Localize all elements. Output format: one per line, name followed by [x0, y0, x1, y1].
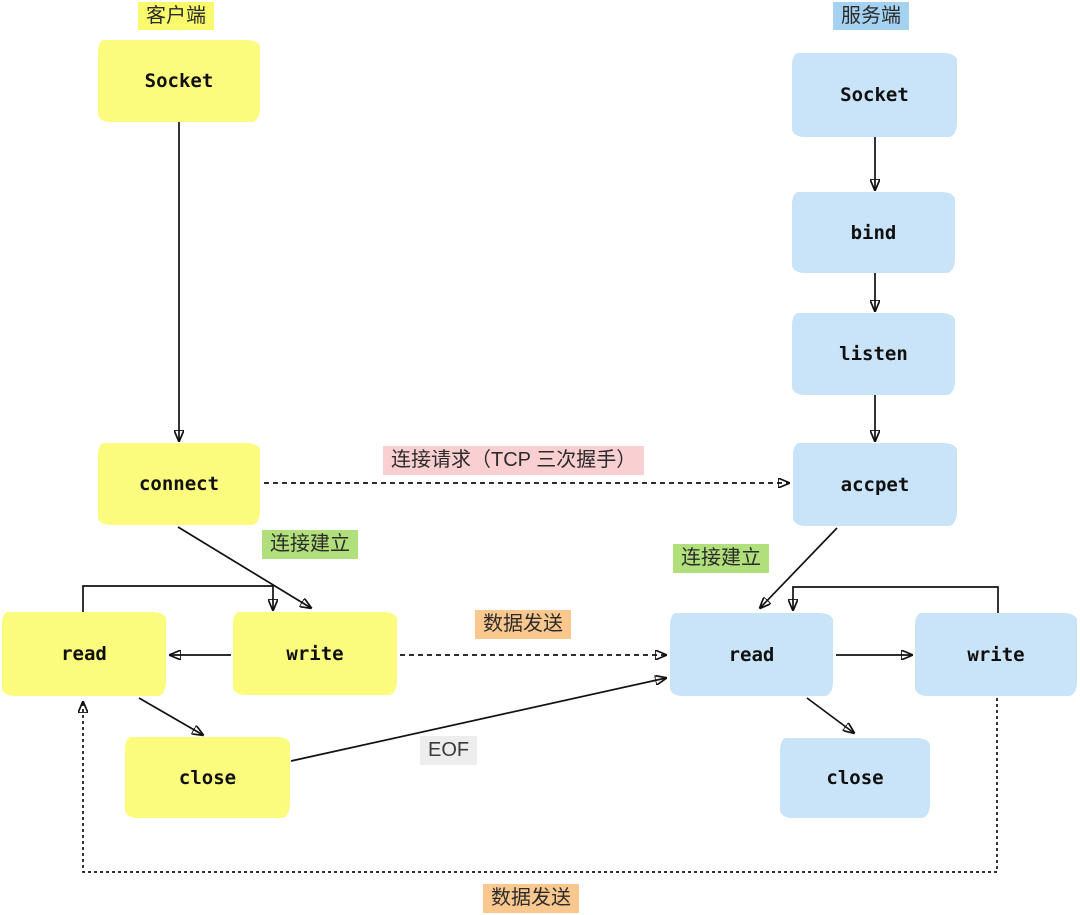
edge-label-data-send-bottom: 数据发送: [483, 884, 579, 913]
edge-label-connection-established-client: 连接建立: [262, 530, 358, 559]
edge-label-connection-established-server: 连接建立: [673, 544, 769, 573]
client-column-header: 客户端: [138, 2, 214, 30]
edge-close-eof-server-read: [290, 678, 666, 762]
node-client-close: close: [125, 737, 290, 818]
edge-client-read-write-loop: [82, 585, 273, 612]
node-server-accpet: accpet: [793, 443, 957, 526]
edge-client-read-close: [138, 697, 203, 735]
edge-server-write-read-loop: [793, 586, 999, 613]
node-server-socket: Socket: [792, 53, 957, 137]
node-server-close: close: [780, 738, 930, 818]
node-client-write: write: [233, 612, 397, 695]
node-client-read: read: [2, 612, 166, 696]
edge-label-eof: EOF: [420, 736, 478, 765]
edge-accpet-server-read: [760, 527, 838, 608]
node-client-socket: Socket: [98, 40, 260, 122]
node-server-read: read: [670, 613, 833, 696]
node-server-write: write: [915, 613, 1077, 696]
edge-server-write-client-read-return: [83, 698, 998, 873]
server-column-header: 服务端: [833, 2, 909, 30]
node-server-listen: listen: [792, 313, 955, 395]
edge-server-read-close: [806, 697, 854, 733]
edge-connect-write: [177, 526, 311, 608]
edge-label-data-send-top: 数据发送: [475, 610, 571, 639]
edge-label-connection-request: 连接请求（TCP 三次握手）: [383, 446, 645, 475]
node-client-connect: connect: [98, 443, 260, 525]
node-server-bind: bind: [792, 192, 955, 273]
